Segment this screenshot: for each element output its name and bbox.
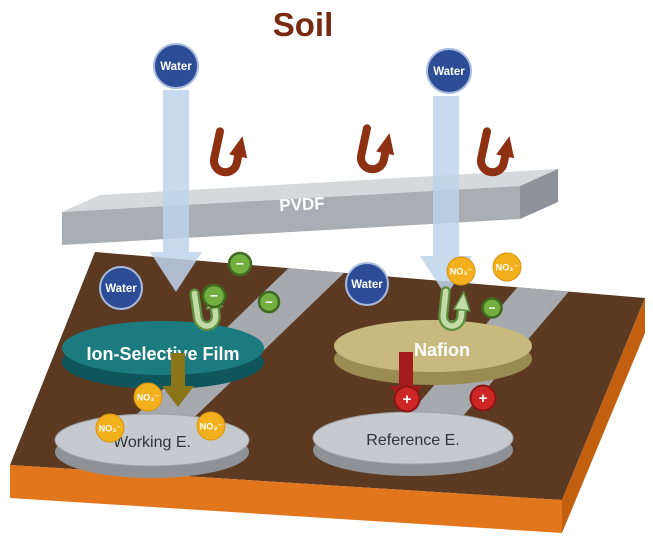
anion-circle bbox=[201, 283, 227, 309]
water-label: Water bbox=[105, 283, 137, 295]
reference-electrode-label: Reference E. bbox=[366, 432, 459, 449]
water-label: Water bbox=[351, 279, 383, 291]
cation-label: + bbox=[403, 391, 412, 408]
water-bounce-arrow-2-curve bbox=[356, 124, 390, 174]
anion-circle bbox=[257, 290, 281, 314]
nafion-film-top bbox=[334, 320, 532, 372]
working-electrode-label: Working E. bbox=[113, 434, 191, 451]
reference-electrode: Reference E. bbox=[312, 411, 514, 476]
anion-circle bbox=[227, 251, 253, 277]
water-circle bbox=[345, 262, 389, 306]
ion-selective-film: Ion-Selective Film bbox=[62, 321, 264, 389]
anion-4: − bbox=[481, 297, 503, 319]
nitrate-ion-label: NO₃⁻ bbox=[496, 263, 519, 273]
nitrate-ion-4: NO₃⁻ bbox=[95, 413, 125, 443]
water-circle bbox=[99, 266, 143, 310]
reference-electrode-top bbox=[312, 411, 514, 465]
nitrate-ion-label: NO₃⁻ bbox=[450, 267, 473, 277]
anion-3: − bbox=[257, 290, 281, 314]
anion-label: − bbox=[236, 256, 244, 272]
nitrate-ion-circle bbox=[446, 256, 476, 286]
anion-circle bbox=[481, 297, 503, 319]
water-label: Water bbox=[433, 66, 465, 78]
nitrate-transfer-arrow bbox=[162, 353, 194, 407]
board-right-face bbox=[562, 298, 645, 533]
water-flow-arrow-left bbox=[150, 90, 202, 292]
ion-rejection-arrow-right bbox=[438, 286, 471, 331]
water-molecule-mid-right: Water bbox=[345, 262, 389, 306]
water-flow-arrow-right bbox=[420, 96, 472, 296]
nitrate-ion-circle bbox=[95, 413, 125, 443]
water-circle bbox=[426, 48, 472, 94]
nitrate-ion-label: NO₃⁻ bbox=[200, 422, 223, 432]
nitrate-ion-5: NO₃⁻ bbox=[196, 411, 226, 441]
pvdf-membrane: PVDF bbox=[62, 169, 558, 245]
water-bounce-arrow-2 bbox=[356, 124, 395, 174]
nitrate-ion-label: NO₃⁻ bbox=[99, 424, 122, 434]
nafion-film: Nafion bbox=[334, 320, 532, 385]
cation-circle bbox=[469, 384, 497, 412]
nitrate-ion-circle bbox=[492, 252, 522, 282]
nitrate-ion-label: NO₃⁻ bbox=[137, 393, 160, 403]
nitrate-ion-1: NO₃⁻ bbox=[446, 256, 476, 286]
water-circle bbox=[153, 43, 199, 89]
nitrate-ion-2: NO₃⁻ bbox=[492, 252, 522, 282]
nafion-film-label: Nafion bbox=[414, 340, 470, 360]
water-bounce-arrow-1 bbox=[209, 127, 248, 177]
pvdf-label: PVDF bbox=[279, 194, 325, 215]
anion-label: − bbox=[488, 301, 495, 315]
ion-selective-film-label: Ion-Selective Film bbox=[86, 344, 239, 364]
pvdf-right-face bbox=[520, 169, 558, 219]
water-bounce-arrow-3 bbox=[476, 127, 515, 177]
anion-1: − bbox=[227, 251, 253, 277]
ion-rejection-arrow-right-head bbox=[452, 290, 471, 312]
cation-2: + bbox=[469, 384, 497, 412]
water-bounce-arrow-1-head bbox=[229, 136, 248, 159]
board-front-face bbox=[10, 465, 562, 533]
ion-rejection-arrow-right-fill bbox=[440, 288, 465, 329]
anion-2: − bbox=[201, 283, 227, 309]
nitrate-ion-circle bbox=[196, 411, 226, 441]
water-bounce-arrow-2-head bbox=[376, 133, 395, 156]
water-label: Water bbox=[160, 61, 192, 73]
nitrate-ion-3: NO₃⁻ bbox=[133, 382, 163, 412]
water-bounce-arrow-3-head bbox=[496, 136, 515, 159]
water-molecule-mid-left: Water bbox=[99, 266, 143, 310]
title: Soil bbox=[273, 6, 334, 43]
cation-circle bbox=[393, 385, 421, 413]
cation-1: + bbox=[393, 385, 421, 413]
water-bounce-arrow-1-curve bbox=[209, 127, 243, 177]
anion-label: − bbox=[210, 288, 218, 304]
water-molecule-top-left: Water bbox=[153, 43, 199, 89]
cation-label: + bbox=[479, 390, 488, 407]
water-molecule-top-right: Water bbox=[426, 48, 472, 94]
water-bounce-arrow-3-curve bbox=[476, 127, 510, 177]
nitrate-ion-circle bbox=[133, 382, 163, 412]
ion-rejection-arrow-left-fill bbox=[191, 290, 219, 329]
ion-selective-film-top bbox=[62, 321, 264, 375]
anion-label: − bbox=[265, 295, 273, 310]
